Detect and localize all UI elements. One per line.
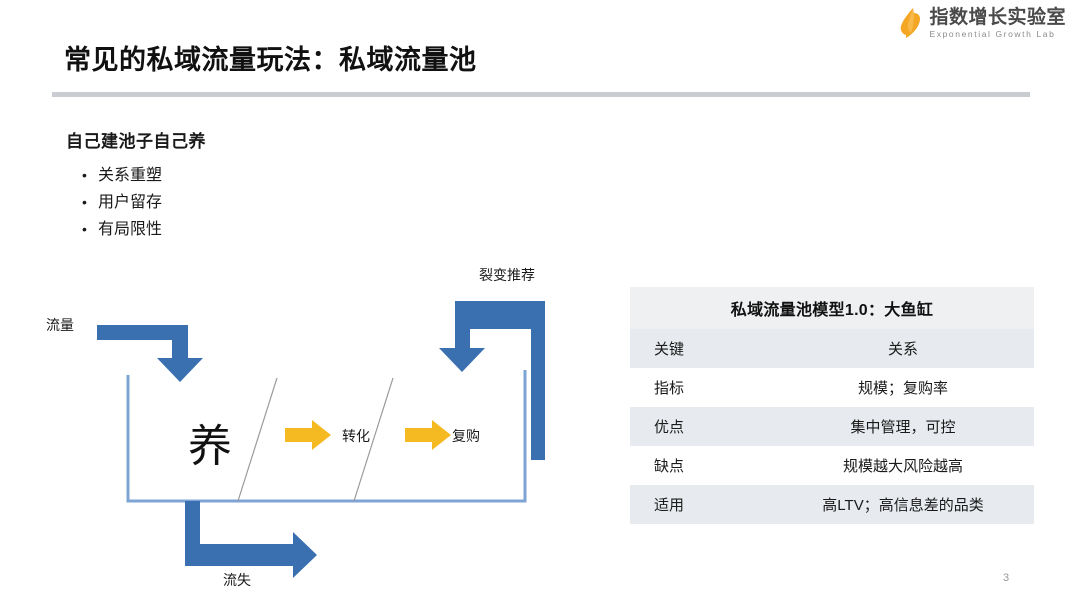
orange-arrow-icon — [901, 8, 921, 39]
table-cell-value: 规模；复购率 — [772, 368, 1034, 407]
list-item: • 关系重塑 — [82, 162, 162, 189]
outflow-label: 流失 — [223, 572, 251, 588]
bullet-marker-icon: • — [82, 167, 87, 183]
inflow-arrow-icon — [97, 325, 203, 382]
pool-container-shape — [126, 370, 527, 503]
outflow-arrow-icon — [185, 501, 317, 578]
step-label-conversion: 转化 — [342, 428, 370, 444]
table-row: 指标 规模；复购率 — [630, 368, 1034, 407]
brand-name-cn: 指数增长实验室 — [929, 7, 1066, 28]
table-cell-value: 关系 — [772, 329, 1034, 368]
water-level-lines — [237, 377, 394, 502]
lead-heading: 自己建池子自己养 — [66, 132, 206, 151]
page-title: 常见的私域流量玩法：私域流量池 — [64, 45, 477, 75]
list-item-label: 有局限性 — [98, 221, 163, 238]
bullet-marker-icon: • — [82, 194, 87, 210]
diagram-graphics — [97, 301, 545, 578]
list-item-label: 关系重塑 — [98, 167, 163, 184]
list-item: • 用户留存 — [82, 189, 162, 216]
table-cell-key: 优点 — [630, 407, 772, 446]
table-cell-key: 缺点 — [630, 446, 772, 485]
step-label-repurchase: 复购 — [452, 428, 480, 444]
list-item: • 有局限性 — [82, 216, 162, 243]
brand-logo: 指数增长实验室 Exponential Growth Lab — [900, 8, 1066, 39]
table-row: 关键 关系 — [630, 329, 1034, 368]
brand-name-en: Exponential Growth Lab — [929, 29, 1056, 39]
model-table: 私域流量池模型1.0：大鱼缸 关键 关系 指标 规模；复购率 优点 集中管理，可… — [630, 287, 1034, 524]
title-divider — [52, 92, 1030, 97]
page-number: 3 — [1003, 572, 1010, 584]
conversion-arrow-icon — [285, 420, 331, 450]
traffic-pool-diagram: 流量 裂变推荐 养 转化 复购 流失 — [0, 267, 620, 600]
fission-loop-label: 裂变推荐 — [479, 267, 535, 283]
inflow-label: 流量 — [46, 317, 74, 333]
bullet-list: • 关系重塑 • 用户留存 • 有局限性 — [82, 162, 162, 243]
table-cell-value: 高LTV；高信息差的品类 — [772, 485, 1034, 524]
list-item-label: 用户留存 — [98, 194, 163, 211]
table-row: 优点 集中管理，可控 — [630, 407, 1034, 446]
bullet-marker-icon: • — [82, 221, 87, 237]
table-cell-value: 集中管理，可控 — [772, 407, 1034, 446]
table-row: 适用 高LTV；高信息差的品类 — [630, 485, 1034, 524]
repurchase-arrow-icon — [405, 420, 451, 450]
model-table-caption: 私域流量池模型1.0：大鱼缸 — [630, 287, 1034, 329]
table-cell-key: 适用 — [630, 485, 772, 524]
table-cell-value: 规模越大风险越高 — [772, 446, 1034, 485]
table-cell-key: 关键 — [630, 329, 772, 368]
table-row: 缺点 规模越大风险越高 — [630, 446, 1034, 485]
brand-logo-text: 指数增长实验室 Exponential Growth Lab — [929, 8, 1066, 39]
fission-loop-arrow-icon — [439, 301, 545, 460]
pool-core-label: 养 — [188, 422, 232, 471]
table-cell-key: 指标 — [630, 368, 772, 407]
